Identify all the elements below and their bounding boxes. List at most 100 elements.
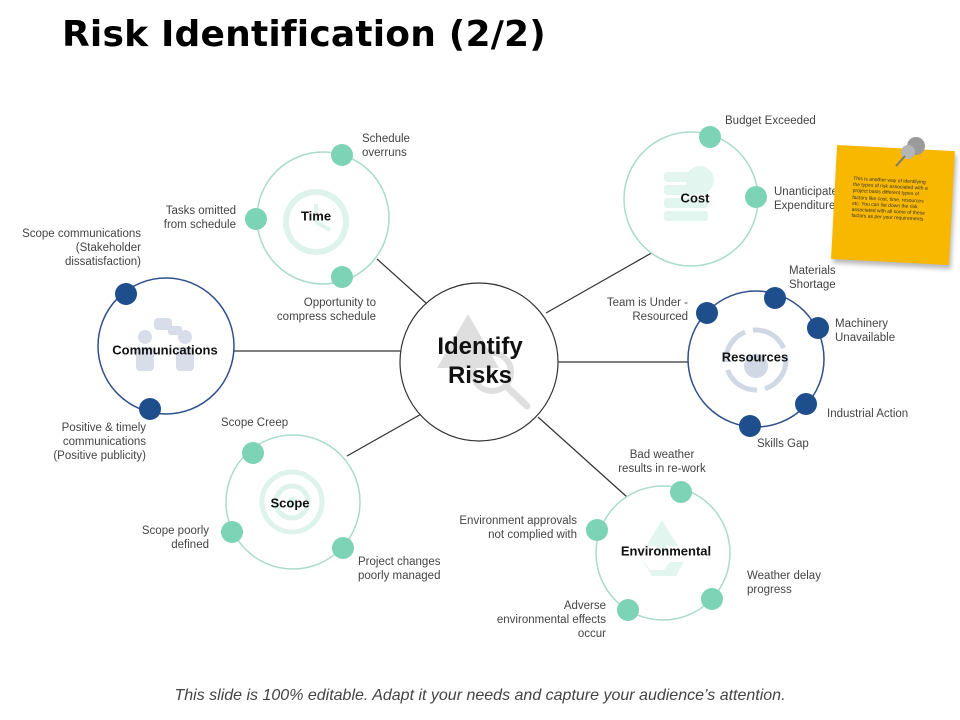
item-line: Unavailable bbox=[835, 332, 896, 344]
marker-scope-poorly bbox=[221, 521, 243, 543]
gear-cycle-icon bbox=[723, 327, 789, 393]
item-line: dissatisfaction) bbox=[64, 256, 141, 268]
marker-unanticipated bbox=[745, 186, 767, 208]
item-project-changes: Project changes poorly managed bbox=[358, 555, 440, 583]
resources-node bbox=[687, 290, 825, 428]
item-line: Opportunity to bbox=[303, 297, 376, 309]
item-line: not complied with bbox=[488, 529, 577, 541]
marker-scope-creep bbox=[242, 442, 264, 464]
connectors bbox=[234, 250, 688, 498]
footer-note: This slide is 100% editable. Adapt it yo… bbox=[174, 687, 786, 704]
marker-materials bbox=[764, 287, 786, 309]
warning-magnifier-icon bbox=[437, 314, 531, 410]
marker-team-under bbox=[696, 302, 718, 324]
marker-project-changes bbox=[332, 537, 354, 559]
item-line: Budget Exceeded bbox=[725, 115, 816, 127]
money-icon bbox=[664, 166, 714, 221]
item-env-approvals: Environment approvals not complied with bbox=[459, 514, 577, 542]
time-node bbox=[256, 151, 390, 285]
item-line: progress bbox=[747, 584, 792, 596]
marker-skills-gap bbox=[739, 415, 761, 437]
item-line: Shortage bbox=[789, 279, 836, 291]
scope-node bbox=[225, 434, 361, 570]
marker-scope-comms bbox=[115, 283, 137, 305]
marker-weather-delay bbox=[701, 588, 723, 610]
item-bad-weather: Bad weather results in re-work bbox=[606, 448, 718, 476]
item-line: Positive & timely bbox=[61, 422, 146, 434]
connector-time bbox=[376, 258, 427, 304]
target-icon bbox=[259, 469, 325, 535]
item-line: Machinery bbox=[835, 318, 889, 330]
item-scope-creep: Scope Creep bbox=[221, 416, 288, 430]
marker-machinery bbox=[807, 317, 829, 339]
cost-node bbox=[623, 131, 759, 267]
item-line: Expenditure bbox=[774, 200, 836, 212]
item-tasks-omitted: Tasks omitted from schedule bbox=[164, 204, 236, 232]
item-line: Schedule bbox=[362, 133, 410, 145]
slide-title: Risk Identification (2/2) bbox=[62, 14, 546, 55]
item-line: Project changes bbox=[358, 556, 441, 568]
marker-budget-exceeded bbox=[699, 126, 721, 148]
scope-label: Scope bbox=[270, 495, 310, 511]
marker-tasks-omitted bbox=[245, 208, 267, 230]
marker-positive-comms bbox=[139, 398, 161, 420]
item-line: Skills Gap bbox=[757, 438, 809, 450]
marker-adverse bbox=[617, 599, 639, 621]
marker-env-approvals bbox=[586, 519, 608, 541]
item-positive-comms: Positive & timely communications (Positi… bbox=[53, 421, 146, 463]
center-label-line1: Identify bbox=[437, 333, 523, 360]
item-schedule-overruns: Schedule overruns bbox=[362, 132, 410, 160]
item-industrial: Industrial Action bbox=[827, 407, 908, 421]
item-line: environmental effects bbox=[496, 614, 606, 626]
marker-bad-weather bbox=[670, 481, 692, 503]
item-line: compress schedule bbox=[276, 311, 376, 323]
item-line: overruns bbox=[362, 147, 407, 159]
marker-opportunity bbox=[331, 266, 353, 288]
item-skills-gap: Skills Gap bbox=[757, 437, 809, 451]
item-line: Weather delay bbox=[747, 570, 821, 582]
item-line: Scope poorly bbox=[141, 525, 209, 537]
environmental-node bbox=[595, 485, 731, 621]
pushpin-icon bbox=[895, 137, 925, 167]
item-budget-exceeded: Budget Exceeded bbox=[725, 114, 816, 128]
item-adverse: Adverse environmental effects occur bbox=[497, 599, 606, 641]
item-line: Industrial Action bbox=[827, 408, 909, 420]
item-line: poorly managed bbox=[358, 570, 441, 582]
sticky-note-text: This is another way of identifying the t… bbox=[851, 175, 928, 223]
connector-environmental bbox=[537, 416, 628, 498]
item-opportunity: Opportunity to compress schedule bbox=[277, 296, 376, 324]
item-line: results in re-work bbox=[618, 463, 706, 475]
item-line: defined bbox=[171, 539, 209, 551]
item-materials: Materials Shortage bbox=[789, 264, 836, 292]
item-line: occur bbox=[577, 628, 606, 640]
center-node bbox=[399, 282, 559, 442]
item-line: Scope communications bbox=[22, 228, 141, 240]
item-line: Materials bbox=[789, 265, 836, 277]
communications-label: Communications bbox=[112, 342, 218, 358]
item-machinery: Machinery Unavailable bbox=[835, 317, 895, 345]
time-label: Time bbox=[300, 208, 332, 224]
item-line: Adverse bbox=[563, 600, 606, 612]
item-line: Scope Creep bbox=[221, 417, 289, 429]
center-label-line2: Risks bbox=[447, 362, 513, 389]
item-line: Bad weather bbox=[629, 449, 695, 461]
center-label: Identify Risks bbox=[437, 332, 522, 390]
item-line: Resourced bbox=[632, 311, 688, 323]
item-scope-poorly: Scope poorly defined bbox=[142, 524, 209, 552]
item-line: communications bbox=[62, 436, 146, 448]
connector-scope bbox=[346, 412, 424, 457]
marker-industrial bbox=[795, 393, 817, 415]
item-line: (Positive publicity) bbox=[53, 450, 146, 462]
item-markers bbox=[115, 126, 829, 621]
item-team-under: Team is Under - Resourced bbox=[607, 296, 688, 324]
cost-label: Cost bbox=[680, 190, 710, 206]
resources-label: Resources bbox=[721, 349, 789, 365]
item-line: Team is Under - bbox=[606, 297, 688, 309]
item-line: Environment approvals bbox=[459, 515, 577, 527]
item-line: Tasks omitted bbox=[165, 205, 236, 217]
people-talking-icon bbox=[136, 318, 194, 371]
connector-cost bbox=[545, 250, 656, 314]
item-line: Unanticipated bbox=[774, 186, 845, 198]
marker-schedule-overruns bbox=[331, 144, 353, 166]
